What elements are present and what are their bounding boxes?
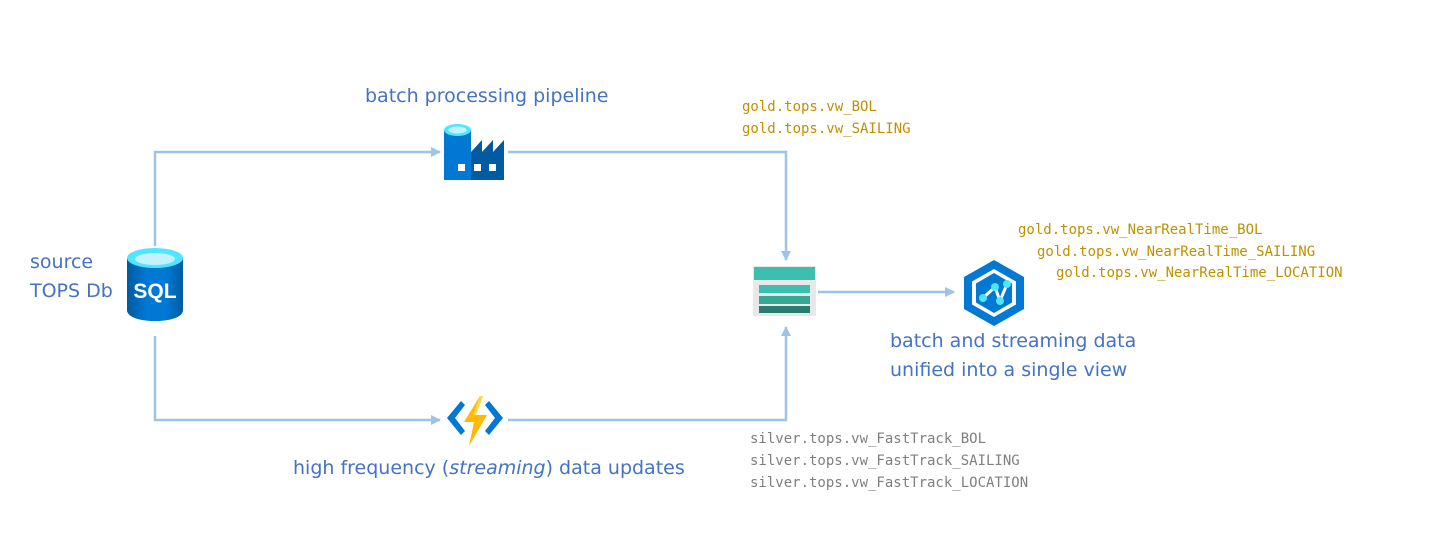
unified-view-2: gold.tops.vw_NearRealTime_SAILING xyxy=(1037,244,1316,260)
storage-table-icon xyxy=(753,266,816,316)
unified-label: batch and streaming data unified into a … xyxy=(890,327,1136,385)
streaming-label-suffix: ) data updates xyxy=(545,457,685,479)
azure-function-icon xyxy=(443,396,507,446)
unified-label-line1: batch and streaming data xyxy=(890,330,1137,352)
unified-label-line2: unified into a single view xyxy=(890,359,1128,381)
streaming-label: high frequency (streaming) data updates xyxy=(293,454,685,483)
streaming-label-emphasis: streaming xyxy=(449,457,546,479)
unified-view-1: gold.tops.vw_NearRealTime_BOL xyxy=(1018,222,1263,238)
streaming-output-view: silver.tops.vw_FastTrack_SAILING xyxy=(750,453,1020,469)
synapse-analytics-icon xyxy=(962,258,1026,328)
sql-database-icon: SQL xyxy=(126,246,184,322)
unified-view-3: gold.tops.vw_NearRealTime_LOCATION xyxy=(1056,265,1343,281)
connector-batch-to-storage xyxy=(508,150,791,261)
streaming-output-view: silver.tops.vw_FastTrack_LOCATION xyxy=(750,475,1029,491)
source-label-line2: TOPS Db xyxy=(30,280,113,302)
data-factory-icon xyxy=(443,122,505,182)
connector-source-to-streaming xyxy=(153,336,441,425)
streaming-output-view: silver.tops.vw_FastTrack_BOL xyxy=(750,431,987,447)
connector-source-to-batch xyxy=(153,147,441,246)
batch-output-views: gold.tops.vw_BOL gold.tops.vw_SAILING xyxy=(742,96,911,140)
source-label-line1: source xyxy=(30,251,94,273)
batch-pipeline-label: batch processing pipeline xyxy=(365,85,609,107)
batch-output-view: gold.tops.vw_BOL xyxy=(742,99,877,115)
streaming-output-views: silver.tops.vw_FastTrack_BOL silver.tops… xyxy=(750,428,1028,494)
connector-streaming-to-storage xyxy=(508,326,791,422)
streaming-label-prefix: high frequency ( xyxy=(293,457,450,479)
batch-output-view: gold.tops.vw_SAILING xyxy=(742,121,911,137)
source-label: source TOPS Db xyxy=(30,248,113,306)
sql-icon-text: SQL xyxy=(133,280,176,303)
